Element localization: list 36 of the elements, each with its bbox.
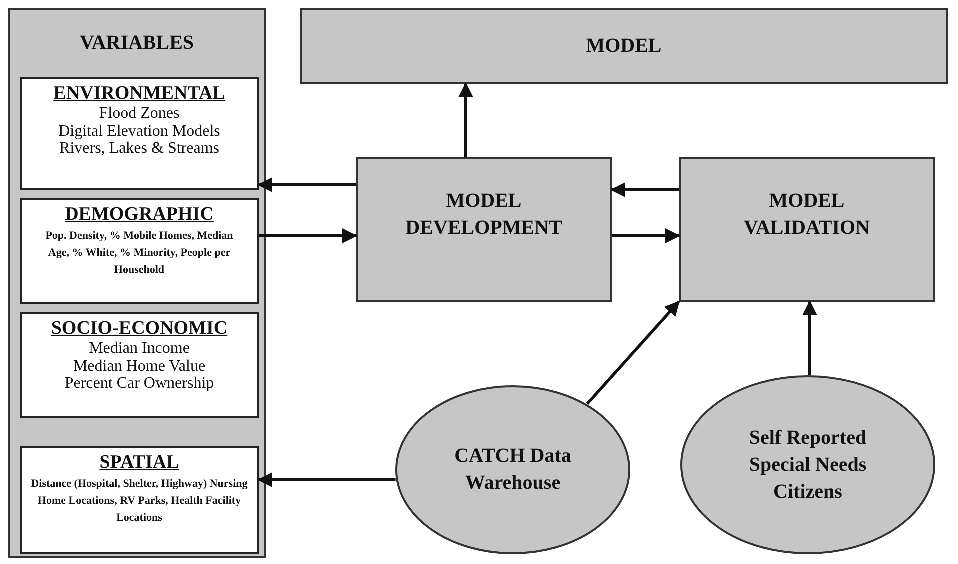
- node-label: CATCH Data Warehouse: [454, 444, 572, 496]
- arrow: [610, 182, 679, 198]
- category-heading: SPATIAL: [100, 452, 180, 474]
- arrow: [258, 178, 356, 192]
- node-label: MODEL DEVELOPMENT: [404, 188, 564, 240]
- process-box: [356, 157, 612, 302]
- variable-item: Median Income: [89, 340, 190, 358]
- node-label: Self Reported Special Needs Citizens: [748, 426, 868, 504]
- category-heading: ENVIRONMENTAL: [54, 83, 226, 105]
- arrow: [258, 472, 396, 488]
- variable-item: Median Home Value: [73, 358, 206, 376]
- panel-heading: VARIABLES: [80, 32, 194, 55]
- variable-item: Percent Car Ownership: [64, 375, 214, 393]
- arrow: [259, 228, 358, 244]
- variables-panel: [8, 8, 266, 558]
- category-box: [20, 312, 259, 418]
- category-heading: SOCIO-ECONOMIC: [51, 318, 228, 340]
- category-box: [20, 446, 259, 554]
- data-source-ellipse: [680, 375, 936, 555]
- arrow: [802, 300, 818, 375]
- arrow: [586, 300, 680, 406]
- data-source-ellipse: [395, 385, 631, 555]
- arrow: [612, 228, 680, 244]
- node-label: MODEL: [586, 34, 662, 58]
- variable-list: Distance (Hospital, Shelter, Highway) Nursing Home Locations, RV Parks, Health Facility Locations: [26, 474, 254, 528]
- arrow: [458, 82, 474, 157]
- category-box: [20, 198, 259, 304]
- process-box: [679, 157, 935, 302]
- model-box: [300, 8, 948, 84]
- variable-item: Flood Zones: [99, 105, 180, 123]
- variable-list: Pop. Density, % Mobile Homes, Median Age, % White, % Minority, People per Household: [36, 226, 244, 280]
- category-heading: DEMOGRAPHIC: [65, 204, 214, 226]
- category-box: [20, 77, 259, 190]
- variable-item: Digital Elevation Models: [58, 122, 220, 140]
- node-label: MODEL VALIDATION: [743, 188, 871, 240]
- variable-item: Rivers, Lakes & Streams: [60, 140, 220, 158]
